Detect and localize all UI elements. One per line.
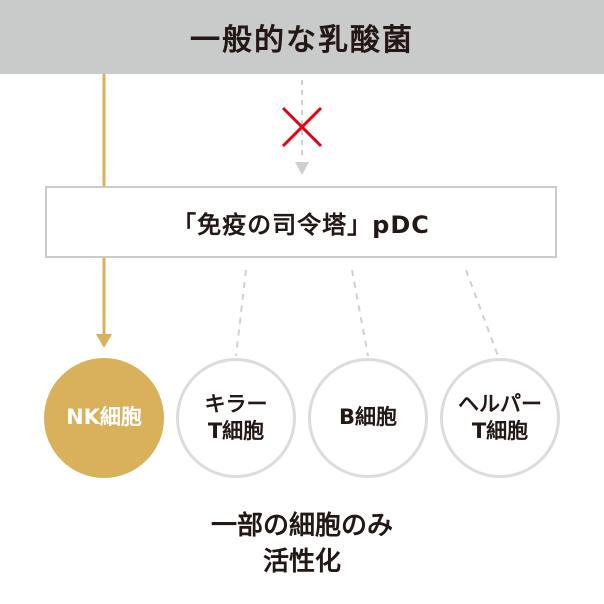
dashed-line-helper [465,269,499,357]
result-text: 一部の細胞のみ 活性化 [0,508,604,580]
helper-t-cell-label-1: ヘルパー [458,391,542,416]
gold-arrow-head [96,334,112,348]
result-line-2: 活性化 [262,547,341,577]
dashed-line-b [351,269,369,357]
header-title: 一般的な乳酸菌 [190,23,414,58]
nk-cell-label: NK細胞 [66,405,142,430]
result-line-1: 一部の細胞のみ [210,511,393,541]
blocked-arrow-head [295,162,309,175]
killer-t-cell-label-1: キラー [204,391,268,416]
cross-icon [281,106,323,148]
killer-t-cell-circle: キラー T細胞 [176,358,296,478]
killer-t-cell-label-2: T細胞 [207,419,265,443]
dashed-line-killer [235,269,247,357]
helper-t-cell-label-2: T細胞 [471,419,529,443]
helper-t-cell-circle: ヘルパー T細胞 [440,358,560,478]
b-cell-label: B細胞 [338,405,397,430]
nk-cell-circle: NK細胞 [44,358,164,478]
pdc-box: 「免疫の司令塔」pDC [45,186,557,258]
pdc-label: 「免疫の司令塔」pDC [172,210,430,239]
b-cell-circle: B細胞 [308,358,428,478]
header-banner: 一般的な乳酸菌 [0,0,604,74]
